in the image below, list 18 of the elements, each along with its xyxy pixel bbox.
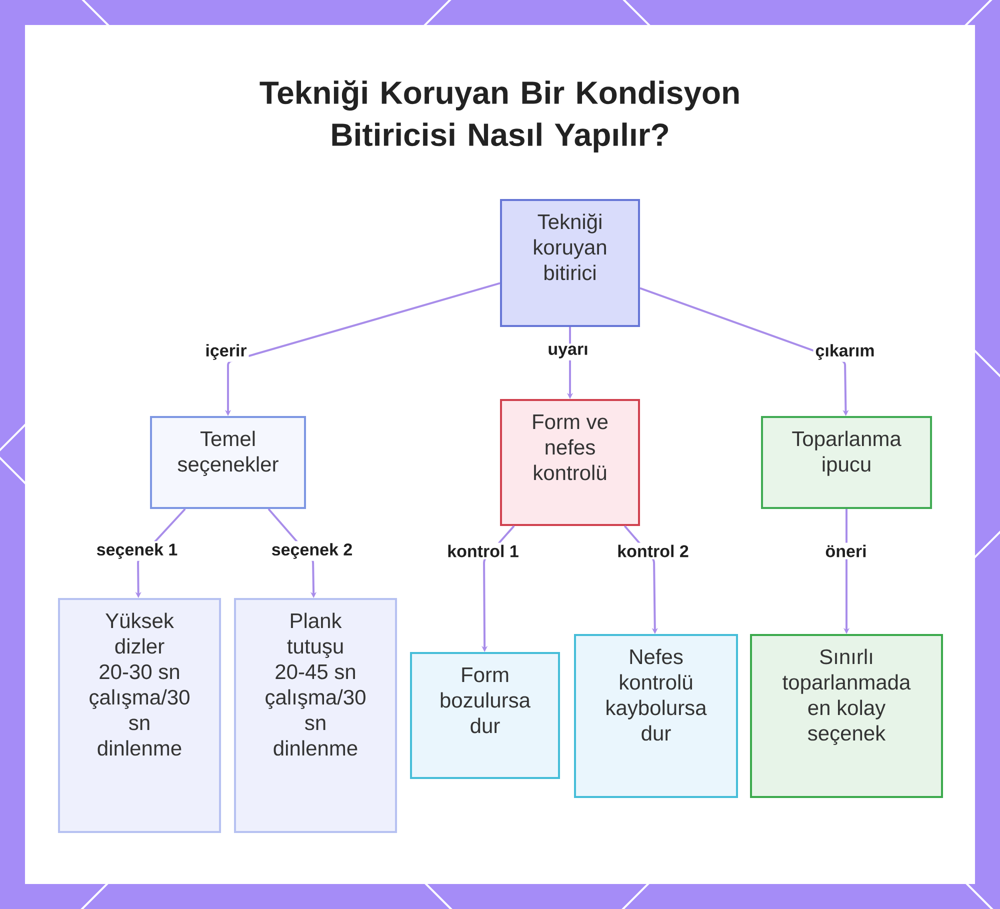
detail-box: Yüksek dizler 20-30 sn çalışma/30 sn dinlenme	[58, 598, 222, 833]
edge-label: seçenek 2	[269, 541, 355, 561]
edge-label: uyarı	[546, 344, 590, 360]
category-box: Temel seçenekler	[150, 416, 306, 509]
edge-label: kontrol 1	[445, 542, 521, 560]
edge-label: kontrol 2	[615, 542, 691, 560]
detail-box: Form bozulursa dur	[410, 652, 560, 779]
category-box: Toparlanma ipucu	[761, 416, 932, 509]
detail-box: Plank tutuşu 20-45 sn çalışma/30 sn dinlenme	[234, 598, 398, 833]
edge-label: çıkarım	[813, 342, 877, 362]
detail-box: Sınırlı toparlanmada en kolay seçenek	[750, 634, 943, 798]
category-box: Form ve nefes kontrolü	[500, 399, 640, 526]
root-box: Tekniği koruyan bitirici	[500, 199, 640, 327]
edge-label: seçenek 1	[94, 541, 180, 561]
edge-label: içerir	[203, 342, 249, 362]
edge-label: öneri	[823, 542, 869, 560]
title: Tekniği Koruyan Bir Kondisyon Bitiricisi Nasıl Yapılır?	[260, 80, 739, 152]
detail-box: Nefes kontrolü kaybolursa dur	[574, 634, 738, 798]
